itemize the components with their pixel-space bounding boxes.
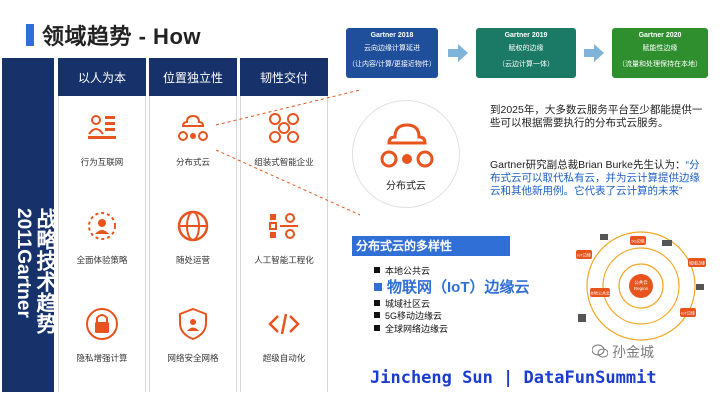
diagram-node-label: IoT边缘 bbox=[577, 252, 591, 258]
diagram-node bbox=[576, 250, 592, 259]
list-item: 全球网络边缘云 bbox=[374, 323, 530, 336]
quote-intro: Gartner研究副总裁Brian Burke先生认为： bbox=[490, 159, 686, 171]
column-resilience: 组装式智能企业 人工智能工程化 超级自动化 bbox=[240, 96, 328, 392]
timeline-sub: （让内容/计算/更接近物件） bbox=[348, 61, 436, 68]
trend-grid: 以人为本 行为互联网 全面体验策略 bbox=[58, 58, 328, 392]
diagram-node bbox=[680, 308, 696, 317]
slide-title: 领域趋势 - How bbox=[42, 24, 201, 49]
trend-label: 网络安全网格 bbox=[167, 354, 219, 364]
trend-label: 隐私增强计算 bbox=[76, 354, 128, 364]
privacy-lock-icon bbox=[86, 308, 118, 340]
trend-label: 分布式云 bbox=[175, 158, 210, 168]
timeline-sub: （流量和处理保持在本地） bbox=[618, 61, 702, 68]
timeline-desc: 赋权的边缘 bbox=[508, 45, 544, 52]
list-item: 城域社区云 bbox=[374, 298, 530, 311]
trend-label: 组装式智能企业 bbox=[254, 158, 314, 168]
diversity-title: 分布式云的多样性 bbox=[352, 236, 510, 256]
timeline-2018: Gartner 2018 云向边缘计算延进 （让内容/计算/更接近物件） bbox=[346, 28, 438, 78]
trend-label: 人工智能工程化 bbox=[254, 256, 314, 266]
column-people: 行为互联网 全面体验策略 隐私增强计算 bbox=[58, 96, 146, 392]
quote-text: “分布式云可以取代私有云，并为云计算提供边缘云和其他新用例。它代表了云计算的未来… bbox=[490, 159, 700, 197]
timeline-year: Gartner 2020 bbox=[638, 32, 682, 39]
column-header-location: 位置独立性 bbox=[149, 58, 237, 96]
trend-label: 随处运营 bbox=[175, 256, 210, 266]
list-item: 本地公共云 bbox=[374, 265, 530, 278]
bullet-icon bbox=[374, 267, 380, 273]
diagram-node-label: 本地公共云 bbox=[590, 290, 610, 296]
device-icon bbox=[600, 234, 608, 240]
bullet-icon bbox=[374, 299, 380, 306]
ai-engineering-icon bbox=[269, 213, 298, 239]
list-item-highlight: 物联网（IoT）边缘云 bbox=[374, 278, 530, 298]
trend-label: 行为互联网 bbox=[80, 158, 124, 168]
column-header-resilience: 韧性交付 bbox=[240, 58, 328, 96]
diagram-node bbox=[630, 236, 646, 245]
timeline-2019: Gartner 2019 赋权的边缘 （云边计算一体） bbox=[476, 28, 576, 78]
arrow-right-icon bbox=[448, 44, 468, 62]
arrow-right-icon bbox=[584, 44, 604, 62]
trend-cell: 随处运营 bbox=[150, 194, 236, 292]
trend-cell: 分布式云 bbox=[150, 96, 236, 194]
bullet-icon bbox=[374, 324, 380, 331]
trend-cell: 全面体验策略 bbox=[59, 194, 145, 292]
trend-cell: 超级自动化 bbox=[241, 292, 327, 390]
quote-paragraph: Gartner研究副总裁Brian Burke先生认为：“分布式云可以取代私有云… bbox=[490, 159, 705, 198]
center-label-line1: 公共云 bbox=[634, 279, 648, 286]
diagram-node-label: 5G边缘 bbox=[631, 238, 644, 244]
diagram-node bbox=[688, 258, 706, 267]
diagram-node-label: IoT边缘 bbox=[681, 310, 695, 316]
trend-cell: 隐私增强计算 bbox=[59, 292, 145, 390]
trend-label: 超级自动化 bbox=[262, 354, 306, 364]
center-label-line2: Region bbox=[634, 286, 649, 291]
edge-cloud-ring-diagram: 公共云 Region IoT边缘 5G边缘 城域边缘 本地公共云 IoT边缘 bbox=[576, 231, 706, 341]
cybersecurity-shield-icon bbox=[179, 307, 207, 341]
diagram-node bbox=[590, 288, 610, 297]
trend-cell: 人工智能工程化 bbox=[241, 194, 327, 292]
vertical-title-block: 战略技术趋势 2011Gartner bbox=[2, 58, 57, 392]
total-experience-icon bbox=[88, 212, 116, 240]
highlight-label: 分布式云 bbox=[386, 181, 426, 192]
distributed-cloud-highlight: 分布式云 bbox=[352, 100, 460, 208]
title-accent-bar bbox=[26, 24, 34, 46]
bullet-icon bbox=[374, 312, 380, 319]
hyperautomation-code-icon bbox=[268, 313, 300, 335]
watermark: 孙金城 bbox=[612, 344, 654, 360]
forecast-paragraph: 到2025年，大多数云服务平台至少都能提供一些可以根据需要执行的分布式云服务。 bbox=[490, 104, 703, 129]
timeline-2020: Gartner 2020 赋能性边缘 （流量和处理保持在本地） bbox=[612, 28, 708, 78]
bullet-icon bbox=[374, 282, 382, 291]
wechat-icon bbox=[592, 344, 608, 358]
diversity-list: 本地公共云 物联网（IoT）边缘云 城域社区云 5G移动边缘云 全球网络边缘云 bbox=[374, 265, 530, 335]
vertical-title-line1: 战略技术趋势 bbox=[34, 208, 57, 334]
trend-cell: 组装式智能企业 bbox=[241, 96, 327, 194]
vertical-title: 战略技术趋势 2011Gartner bbox=[6, 208, 57, 378]
timeline-desc: 云向边缘计算延进 bbox=[364, 45, 420, 52]
device-icon bbox=[696, 284, 704, 290]
device-icon bbox=[578, 314, 586, 322]
timeline-year: Gartner 2019 bbox=[504, 32, 548, 39]
column-header-people: 以人为本 bbox=[58, 58, 146, 96]
list-item: 5G移动边缘云 bbox=[374, 310, 530, 323]
trend-cell: 行为互联网 bbox=[59, 96, 145, 194]
composable-enterprise-icon bbox=[269, 113, 299, 143]
center-node bbox=[629, 274, 653, 298]
behavior-internet-icon bbox=[88, 115, 116, 139]
diagram-node-label: 城域边缘 bbox=[689, 260, 705, 266]
timeline-desc: 赋能性边缘 bbox=[642, 45, 678, 52]
column-location: 分布式云 随处运营 网络安全网格 bbox=[149, 96, 237, 392]
trend-label: 全面体验策略 bbox=[76, 256, 128, 266]
distributed-cloud-icon bbox=[380, 123, 434, 168]
distributed-cloud-icon bbox=[178, 114, 208, 141]
timeline-year: Gartner 2018 bbox=[370, 32, 414, 39]
trend-cell: 网络安全网格 bbox=[150, 292, 236, 390]
device-icon bbox=[662, 240, 672, 246]
footer-credit: Jincheng Sun | DataFunSummit bbox=[370, 368, 657, 388]
anywhere-operations-icon bbox=[177, 210, 209, 242]
timeline-sub: （云边计算一体） bbox=[498, 61, 554, 68]
vertical-title-line2: 2011Gartner bbox=[13, 208, 34, 318]
